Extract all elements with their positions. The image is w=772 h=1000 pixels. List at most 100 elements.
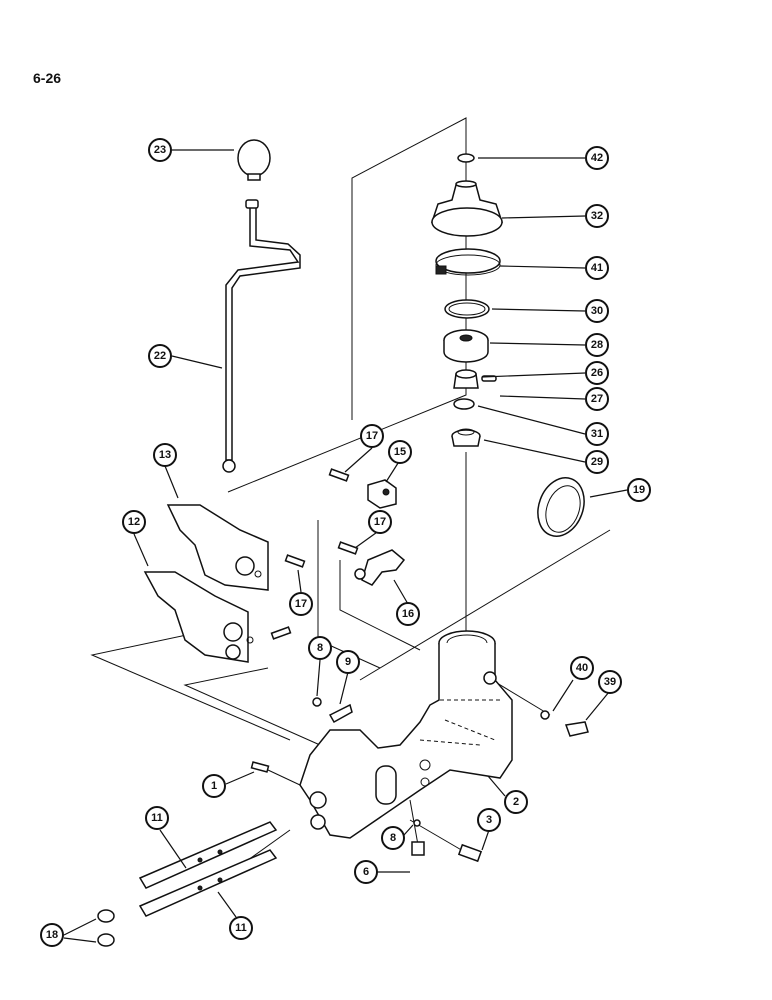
detent-balls-springs: [250, 697, 589, 863]
callout-number: 1: [211, 780, 217, 792]
callout-number: 16: [402, 608, 414, 620]
boot-assembly: [430, 153, 504, 447]
callout-circle: [585, 256, 609, 280]
callout-8: 8: [381, 826, 405, 850]
callout-circle: [202, 774, 226, 798]
callout-number: 13: [159, 449, 171, 461]
callout-circle: [388, 440, 412, 464]
shift-rails: [138, 821, 278, 917]
callout-17: 17: [360, 424, 384, 448]
callout-number: 2: [513, 796, 519, 808]
callout-circle: [585, 204, 609, 228]
callout-circle: [289, 592, 313, 616]
callout-circle: [308, 636, 332, 660]
callout-32: 32: [585, 204, 609, 228]
callout-number: 3: [486, 814, 492, 826]
callout-circle: [585, 422, 609, 446]
callout-13: 13: [153, 443, 177, 467]
callout-number: 30: [591, 305, 603, 317]
callout-number: 29: [591, 456, 603, 468]
callout-circle: [585, 450, 609, 474]
callout-circle: [570, 656, 594, 680]
callout-16: 16: [396, 602, 420, 626]
callout-26: 26: [585, 361, 609, 385]
callout-12: 12: [122, 510, 146, 534]
callout-circle: [360, 424, 384, 448]
callout-circle: [585, 333, 609, 357]
callout-circle: [354, 860, 378, 884]
callout-circle: [504, 790, 528, 814]
shift-knob: [237, 139, 271, 181]
callout-number: 12: [128, 516, 140, 528]
callout-circle: [396, 602, 420, 626]
callout-number: 22: [154, 350, 166, 362]
callout-number: 40: [576, 662, 588, 674]
callout-18: 18: [40, 923, 64, 947]
selector-block-16: [354, 549, 406, 586]
callout-circle: [148, 138, 172, 162]
callout-circle: [585, 299, 609, 323]
callout-27: 27: [585, 387, 609, 411]
callout-22: 22: [148, 344, 172, 368]
callout-number: 15: [394, 446, 406, 458]
callout-number: 9: [345, 656, 351, 668]
callout-11: 11: [229, 916, 253, 940]
leader-lines: [63, 149, 628, 943]
callout-number: 39: [604, 676, 616, 688]
callout-circle: [627, 478, 651, 502]
callout-39: 39: [598, 670, 622, 694]
callout-circle: [153, 443, 177, 467]
callout-circle: [40, 923, 64, 947]
callout-17: 17: [289, 592, 313, 616]
callout-number: 27: [591, 393, 603, 405]
callout-number: 11: [151, 812, 163, 824]
callout-circle: [477, 808, 501, 832]
roll-pins: [270, 468, 359, 640]
callout-circle: [368, 510, 392, 534]
callout-number: 17: [374, 516, 386, 528]
callout-number: 42: [591, 152, 603, 164]
callout-circle: [336, 650, 360, 674]
callout-number: 11: [235, 922, 247, 934]
callout-23: 23: [148, 138, 172, 162]
shift-lever: [222, 199, 301, 473]
callout-8: 8: [308, 636, 332, 660]
callout-3: 3: [477, 808, 501, 832]
shift-fork-lower: [143, 571, 254, 663]
callout-6: 6: [354, 860, 378, 884]
callout-circle: [585, 146, 609, 170]
callout-number: 6: [363, 866, 369, 878]
shift-fork-upper: [166, 504, 269, 591]
callout-circle: [229, 916, 253, 940]
callout-circle: [381, 826, 405, 850]
callout-number: 26: [591, 367, 603, 379]
callout-circle: [148, 344, 172, 368]
callout-number: 23: [154, 144, 166, 156]
callout-31: 31: [585, 422, 609, 446]
callout-1: 1: [202, 774, 226, 798]
callout-28: 28: [585, 333, 609, 357]
shift-housing: [299, 630, 513, 839]
callout-number: 17: [366, 430, 378, 442]
callout-2: 2: [504, 790, 528, 814]
callout-42: 42: [585, 146, 609, 170]
page-number: 6-26: [33, 70, 62, 86]
callout-number: 19: [633, 484, 645, 496]
callout-30: 30: [585, 299, 609, 323]
callout-number: 32: [591, 210, 603, 222]
selector-block-15: [367, 479, 397, 509]
callout-41: 41: [585, 256, 609, 280]
callout-number: 17: [295, 598, 307, 610]
callout-19: 19: [627, 478, 651, 502]
callout-29: 29: [585, 450, 609, 474]
callout-17: 17: [368, 510, 392, 534]
callout-circle: [122, 510, 146, 534]
callout-40: 40: [570, 656, 594, 680]
callout-11: 11: [145, 806, 169, 830]
callout-9: 9: [336, 650, 360, 674]
callout-circle: [598, 670, 622, 694]
seal-ring: [537, 477, 585, 537]
